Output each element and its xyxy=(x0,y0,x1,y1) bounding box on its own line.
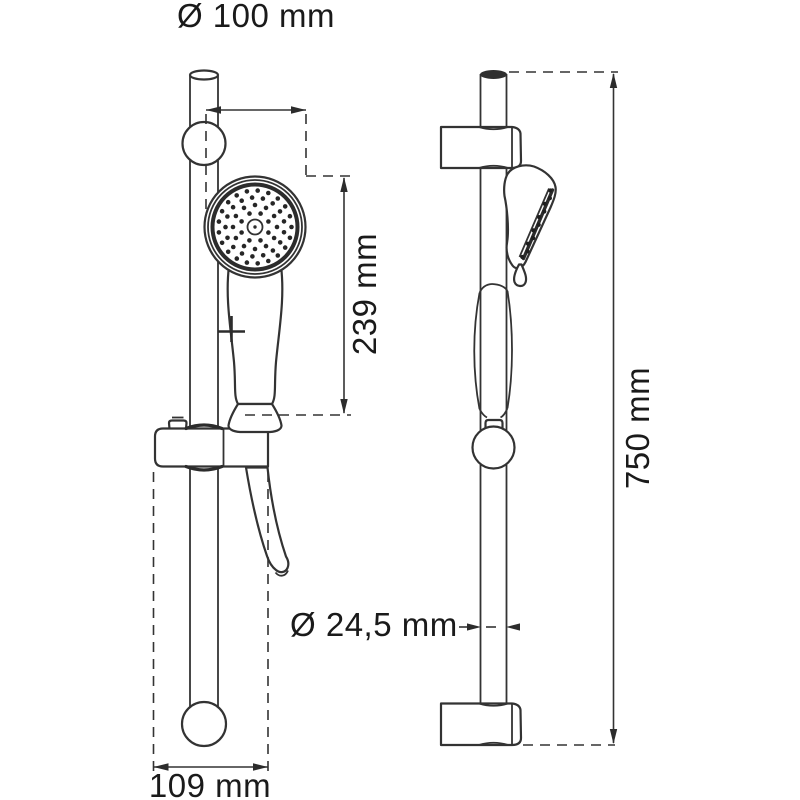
shower-rail-side xyxy=(479,70,508,742)
dim-bottom-span-label: 109 mm xyxy=(149,767,271,800)
rail-top-cap xyxy=(188,69,220,81)
dim-head-diameter-label: Ø 100 mm xyxy=(177,0,335,34)
slider-knob-side xyxy=(471,425,516,470)
spray-face-dots xyxy=(520,188,553,260)
holder-clamp-bottom xyxy=(184,464,224,472)
dim-handshower-length-label: 239 mm xyxy=(346,233,383,355)
front-view xyxy=(153,69,307,748)
wall-bracket-top xyxy=(181,120,227,167)
wall-bracket-top-side xyxy=(439,125,523,170)
handle-cone xyxy=(227,402,283,434)
handshower-handle-side xyxy=(473,283,513,419)
holder-body xyxy=(153,427,270,468)
dim-handshower-length: 239 mm xyxy=(245,175,383,416)
dim-bar-diameter: Ø 24,5 mm xyxy=(290,606,520,643)
side-view xyxy=(439,70,557,747)
spray-mode-lever xyxy=(218,316,245,342)
shower-head-face xyxy=(203,175,307,279)
dim-bottom-span: 109 mm xyxy=(149,472,271,800)
dim-bar-length-label: 750 mm xyxy=(619,367,656,489)
wall-bracket-bottom xyxy=(180,700,228,748)
shower-head-side xyxy=(503,164,557,288)
spray-nozzles xyxy=(216,188,294,266)
holder-release-button xyxy=(167,419,188,431)
shower-rail xyxy=(188,69,220,722)
dim-bar-diameter-label: Ø 24,5 mm xyxy=(290,606,458,643)
dim-head-diameter: Ø 100 mm xyxy=(177,0,335,214)
slider-holder xyxy=(153,416,270,472)
dim-bar-length: 750 mm xyxy=(509,71,656,746)
handshower-handle xyxy=(226,264,284,406)
holder-clamp-top xyxy=(184,423,224,431)
shower-hose xyxy=(244,466,290,577)
head-center-cap xyxy=(246,218,264,236)
rail-top-cap-side xyxy=(480,70,507,79)
wall-bracket-bottom-side xyxy=(439,702,523,747)
water-drip xyxy=(512,263,528,288)
